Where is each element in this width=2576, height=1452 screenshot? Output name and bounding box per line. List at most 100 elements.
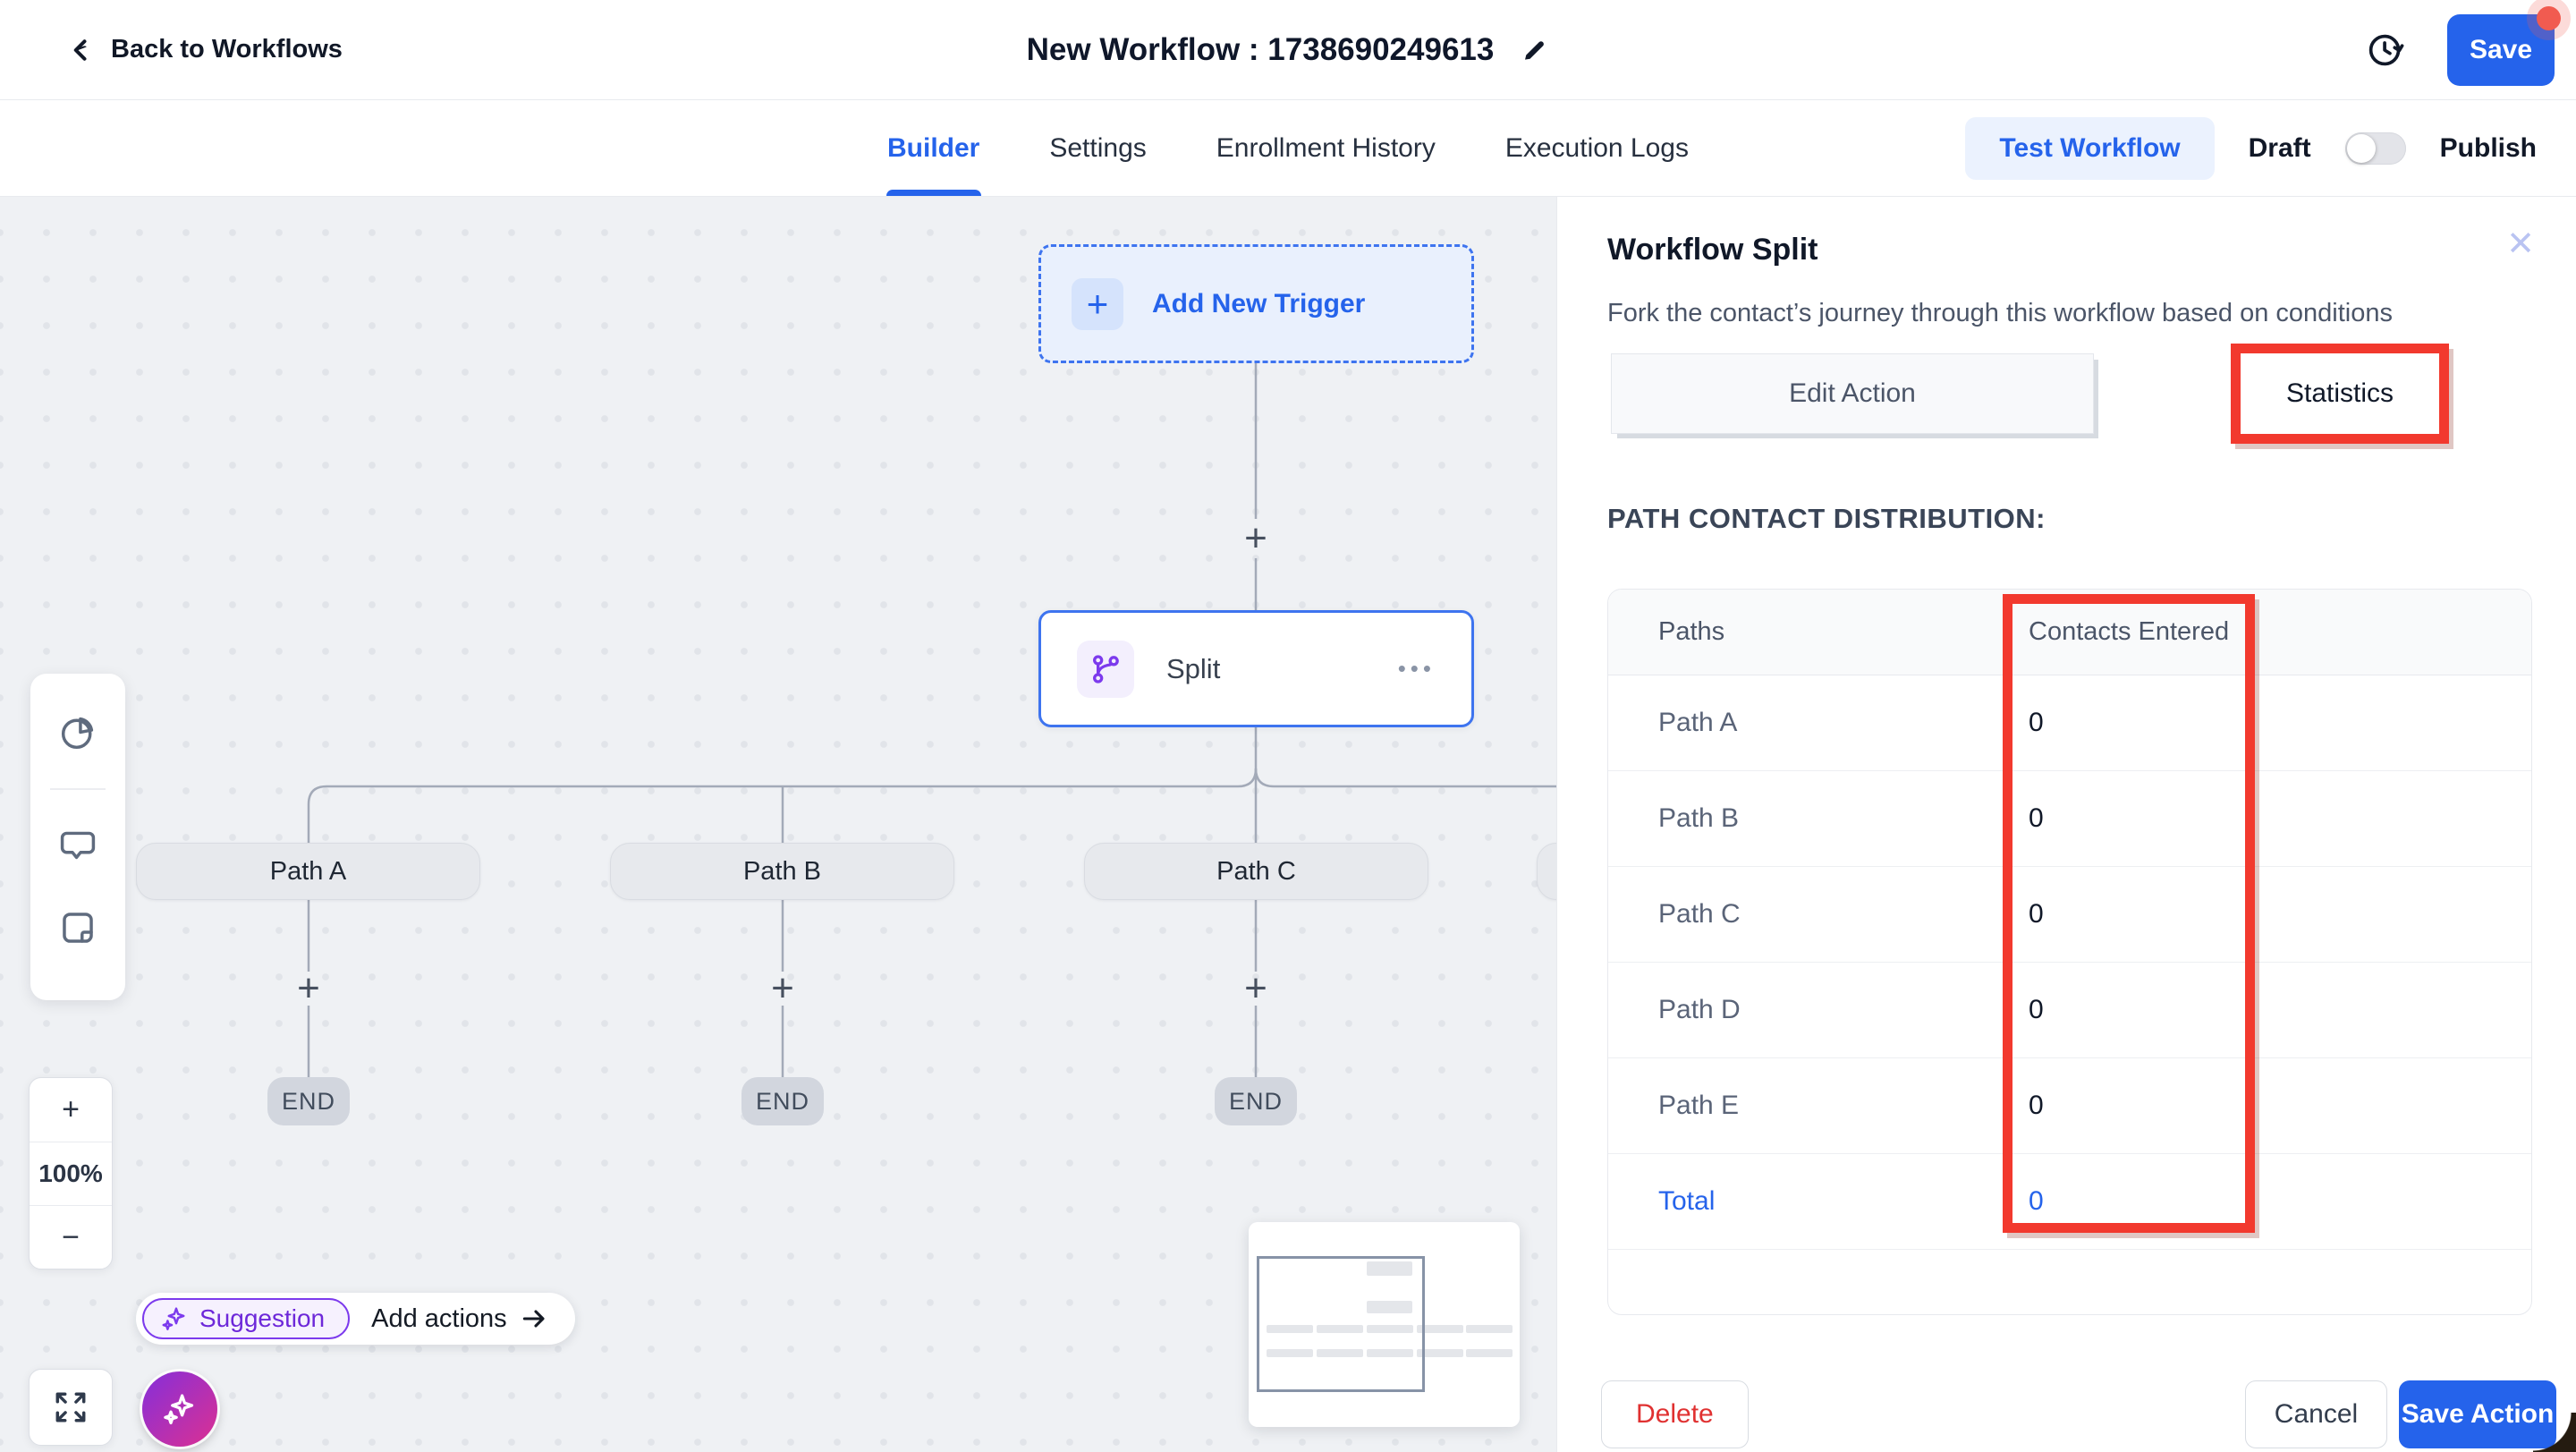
minimap-viewport[interactable] <box>1257 1256 1425 1392</box>
fullscreen-button[interactable] <box>29 1369 113 1446</box>
save-button[interactable]: Save <box>2447 5 2561 86</box>
zoom-level-indicator: 100% <box>30 1142 112 1205</box>
tab-edit-action[interactable]: Edit Action <box>1611 353 2094 434</box>
add-action-plus-path-c[interactable]: + <box>1244 966 1267 1010</box>
path-pill-a[interactable]: Path A <box>136 843 480 900</box>
notes-icon[interactable] <box>58 908 97 947</box>
back-to-workflows-button[interactable]: Back to Workflows <box>68 35 343 65</box>
path-name: Path E <box>1658 1091 1740 1120</box>
test-workflow-button[interactable]: Test Workflow <box>1965 116 2215 180</box>
tab-enrollment-history[interactable]: Enrollment History <box>1216 100 1436 196</box>
tab-settings[interactable]: Settings <box>1049 100 1146 196</box>
workflow-tab-bar: Builder Settings Enrollment History Exec… <box>0 100 2576 197</box>
page-title: New Workflow : 1738690249613 <box>1026 31 1495 67</box>
tab-enrollment-history-label: Enrollment History <box>1216 132 1436 163</box>
add-actions-button[interactable]: Add actions <box>371 1304 548 1334</box>
tab-builder-label: Builder <box>887 132 980 163</box>
topbar-right-group: Save <box>2365 5 2561 86</box>
table-row: Path D 0 <box>1608 963 2531 1058</box>
split-node-menu[interactable]: ••• <box>1397 655 1436 682</box>
ai-assistant-button[interactable] <box>142 1371 217 1447</box>
edit-title-icon[interactable] <box>1519 35 1549 65</box>
column-header-contacts: Contacts Entered <box>2029 617 2230 646</box>
active-tab-indicator <box>886 190 981 196</box>
minimap-node <box>1466 1349 1513 1357</box>
delete-button[interactable]: Delete <box>1601 1380 1749 1448</box>
split-node-label: Split <box>1166 652 1221 684</box>
close-icon[interactable]: ✕ <box>2506 225 2535 263</box>
path-name: Path A <box>1658 708 1738 737</box>
contacts-value: 0 <box>2029 899 2044 929</box>
back-label: Back to Workflows <box>111 35 343 64</box>
path-pill-partial[interactable] <box>1537 843 1556 900</box>
total-value: 0 <box>2029 1186 2044 1216</box>
path-distribution-heading: PATH CONTACT DISTRIBUTION: <box>1607 503 2046 534</box>
draft-label: Draft <box>2248 132 2311 163</box>
comment-icon[interactable] <box>58 826 97 865</box>
save-label: Save <box>2469 34 2533 64</box>
minimap-node <box>1367 1301 1412 1313</box>
minimap-node <box>1417 1349 1463 1357</box>
toolbar-divider <box>50 788 106 790</box>
end-badge-path-a: END <box>267 1077 350 1125</box>
arrow-right-icon <box>522 1310 545 1328</box>
end-badge-path-b: END <box>741 1077 824 1125</box>
version-history-icon[interactable] <box>2365 30 2406 71</box>
panel-description: Fork the contact’s journey through this … <box>1607 299 2394 327</box>
path-name: Path B <box>1658 803 1740 833</box>
zoom-in-button[interactable]: + <box>62 1092 80 1126</box>
top-bar: Back to Workflows New Workflow : 1738690… <box>0 0 2576 100</box>
path-distribution-table: Paths Contacts Entered Path A 0 Path B 0… <box>1607 589 2532 1315</box>
add-action-plus-path-b[interactable]: + <box>771 966 794 1010</box>
tab-settings-label: Settings <box>1049 132 1147 163</box>
minimap[interactable] <box>1249 1222 1520 1427</box>
minimap-node <box>1367 1261 1412 1276</box>
table-row: Path A 0 <box>1608 675 2531 771</box>
table-total-row: Total 0 <box>1608 1154 2531 1250</box>
workflow-canvas[interactable]: + Add New Trigger + Split ••• Path A Pat… <box>0 197 1556 1452</box>
contacts-value: 0 <box>2029 803 2044 833</box>
contacts-value: 0 <box>2029 708 2044 737</box>
suggestion-label: Suggestion <box>199 1304 326 1332</box>
minimap-node <box>1367 1325 1413 1333</box>
path-name: Path C <box>1658 899 1741 929</box>
chevron-left-icon <box>73 38 87 61</box>
workflow-split-panel: Workflow Split ✕ Fork the contact’s jour… <box>1556 197 2576 1452</box>
tab-builder[interactable]: Builder <box>886 100 981 196</box>
add-new-trigger-node[interactable]: + Add New Trigger <box>1038 244 1474 363</box>
zoom-out-button[interactable]: − <box>30 1205 112 1269</box>
main-area: + Add New Trigger + Split ••• Path A Pat… <box>0 197 2576 1452</box>
unsaved-changes-dot <box>2537 5 2561 30</box>
contacts-value: 0 <box>2029 995 2044 1024</box>
total-label: Total <box>1658 1186 1716 1216</box>
path-name: Path D <box>1658 995 1741 1024</box>
path-pill-c[interactable]: Path C <box>1084 843 1428 900</box>
table-row: Path C 0 <box>1608 867 2531 963</box>
tab-execution-logs-label: Execution Logs <box>1504 132 1689 163</box>
tab-execution-logs[interactable]: Execution Logs <box>1505 100 1689 196</box>
tabbar-right-group: Test Workflow Draft Publish <box>1965 116 2537 180</box>
minimap-node <box>1367 1349 1413 1357</box>
table-row: Path B 0 <box>1608 771 2531 867</box>
cancel-button[interactable]: Cancel <box>2245 1380 2387 1448</box>
split-branch-icon <box>1077 640 1134 698</box>
add-step-plus-trigger[interactable]: + <box>1244 516 1267 560</box>
path-pill-b[interactable]: Path B <box>610 843 954 900</box>
minimap-node <box>1417 1325 1463 1333</box>
add-action-plus-path-a[interactable]: + <box>297 966 320 1010</box>
table-row: Path E 0 <box>1608 1058 2531 1154</box>
save-action-button[interactable]: Save Action <box>2399 1380 2556 1448</box>
split-node[interactable]: Split ••• <box>1038 610 1474 727</box>
publish-toggle[interactable] <box>2344 132 2406 165</box>
tab-statistics[interactable]: Statistics <box>2285 378 2394 408</box>
minimap-node <box>1317 1349 1363 1357</box>
minimap-node <box>1317 1325 1363 1333</box>
suggestion-toolbar: Suggestion Add actions <box>136 1293 575 1345</box>
suggestion-button[interactable]: Suggestion <box>142 1298 351 1339</box>
sparkles-icon <box>162 1307 185 1330</box>
publish-toggle-knob <box>2346 133 2376 163</box>
expand-icon <box>55 1392 86 1422</box>
publish-label: Publish <box>2439 132 2537 163</box>
stats-pie-icon[interactable] <box>58 713 97 752</box>
